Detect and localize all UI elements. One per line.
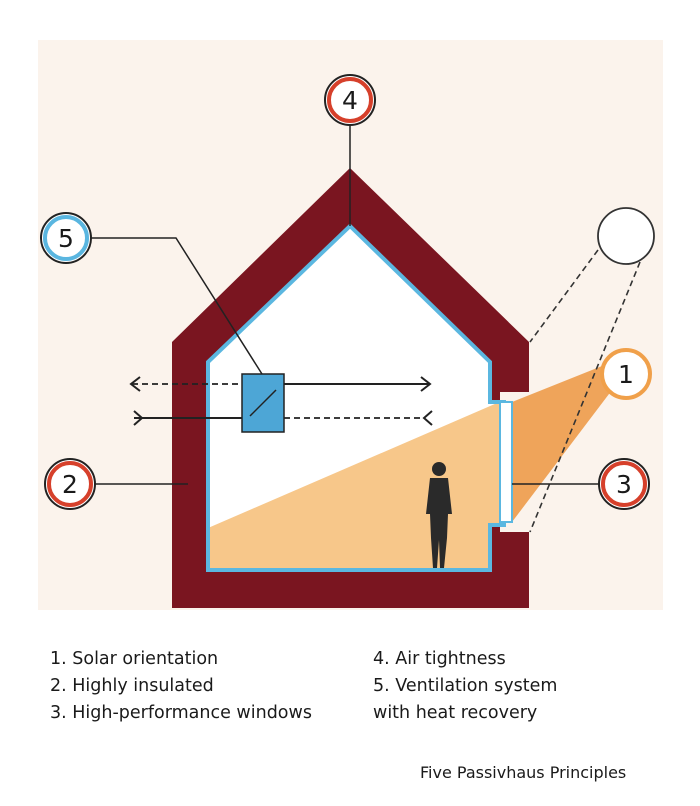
supply-arrowhead xyxy=(420,376,432,392)
legend-item-2: 2. Highly insulated xyxy=(50,676,214,696)
heat-exchanger-diagonal xyxy=(249,389,277,417)
sun-icon xyxy=(597,207,655,265)
leader-5 xyxy=(91,237,263,375)
marker-5: 5 xyxy=(40,212,92,264)
marker-2-label: 2 xyxy=(62,470,78,499)
legend-item-1: 1. Solar orientation xyxy=(50,649,219,669)
legend-item-5: 5. Ventilation system xyxy=(373,676,558,696)
marker-3-label: 3 xyxy=(616,470,632,499)
extract-chevron xyxy=(422,410,433,426)
marker-3: 3 xyxy=(598,458,650,510)
sunlight-beam xyxy=(512,362,612,522)
sun-ray-upper xyxy=(529,249,599,343)
exhaust-arrowhead xyxy=(129,376,141,392)
marker-1: 1 xyxy=(600,348,652,400)
airtight-layer xyxy=(206,223,506,572)
legend-item-4: 4. Air tightness xyxy=(373,649,506,669)
marker-5-label: 5 xyxy=(58,224,74,253)
marker-1-label: 1 xyxy=(618,360,634,389)
marker-4: 4 xyxy=(324,74,376,126)
legend-item-5-continued: with heat recovery xyxy=(373,703,538,723)
legend-item-3: 3. High-performance windows xyxy=(50,703,312,723)
sunlight-inside xyxy=(208,400,504,570)
marker-2: 2 xyxy=(44,458,96,510)
sun-ray-lower xyxy=(529,261,641,533)
marker-4-label: 4 xyxy=(342,86,358,115)
window-pane xyxy=(499,401,513,523)
figure-caption: Five Passivhaus Principles xyxy=(420,763,627,782)
person-icon xyxy=(426,462,452,568)
intake-chevron xyxy=(133,410,144,426)
